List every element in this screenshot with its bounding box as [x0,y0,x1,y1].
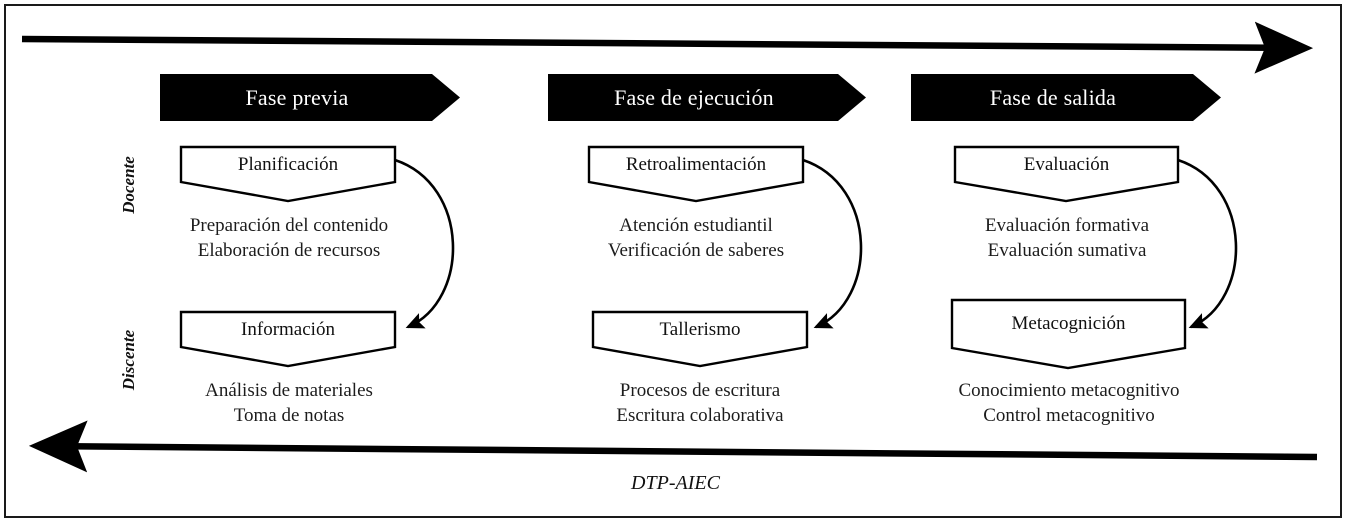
node-label-planificacion: Planificación [237,154,339,175]
bottom-arrow [28,420,1318,473]
phase-banner-label-3: Fase de salida [989,84,1117,110]
node-shape-informacion [179,310,397,368]
top-arrow [21,21,1314,74]
phase-banner-label-1: Fase previa [245,84,349,110]
detail-line: Atención estudiantil [619,215,773,236]
node-label-informacion: Información [241,319,335,340]
node-informacion[interactable]: Información [181,312,395,365]
node-label-metacognicion: Metacognición [1011,313,1126,334]
node-planificacion[interactable]: Planificación [181,147,395,200]
phase-banner-3[interactable]: Fase de salida [911,74,1221,121]
details-discente-column-2: Procesos de escritura Escritura colabora… [599,378,801,428]
figure-border [4,4,1342,518]
detail-line: Elaboración de recursos [197,240,381,261]
node-tallerismo[interactable]: Tallerismo [593,312,807,365]
detail-line: Escritura colaborativa [616,405,784,426]
detail-line: Verificación de saberes [607,240,785,261]
node-metacognicion[interactable]: Metacognición [952,300,1185,368]
detail-line: Análisis de materiales [205,380,373,401]
detail-line: Conocimiento metacognitivo [958,380,1180,401]
detail-line: Procesos de escritura [619,380,781,401]
phase-banner-label-2: Fase de ejecución [614,84,774,110]
connector-curve-column-1 [394,158,455,329]
detail-line: Preparación del contenido [189,215,389,236]
node-shape-planificacion [179,145,397,203]
phase-banner-1[interactable]: Fase previa [160,74,460,121]
node-shape-tallerismo [591,310,809,368]
connector-curve-column-2 [802,158,863,329]
node-label-retroalimentacion: Retroalimentación [625,154,767,175]
detail-line: Control metacognitivo [983,405,1155,426]
role-label-discente: Discente [119,329,138,391]
role-label-docente: Docente [119,156,138,214]
detail-line: Toma de notas [233,405,345,426]
node-shape-evaluacion [953,145,1180,203]
node-label-tallerismo: Tallerismo [659,319,741,340]
phase-banner-2[interactable]: Fase de ejecución [548,74,866,121]
node-retroalimentacion[interactable]: Retroalimentación [589,147,803,200]
details-docente-column-2: Atención estudiantil Verificación de sab… [595,213,797,263]
detail-line: Evaluación sumativa [987,240,1147,261]
node-label-evaluacion: Evaluación [1023,154,1110,175]
details-docente-column-1: Preparación del contenido Elaboración de… [188,213,390,263]
connector-curve-column-3 [1177,158,1238,329]
detail-line: Evaluación formativa [984,215,1150,236]
details-discente-column-1: Análisis de materiales Toma de notas [188,378,390,428]
details-discente-column-3: Conocimiento metacognitivo Control metac… [938,378,1200,428]
node-shape-metacognicion [950,298,1187,370]
node-shape-retroalimentacion [587,145,805,203]
details-docente-column-3: Evaluación formativa Evaluación sumativa [965,213,1169,263]
figure-caption: DTP-AIEC [631,472,720,494]
node-evaluacion[interactable]: Evaluación [955,147,1178,200]
